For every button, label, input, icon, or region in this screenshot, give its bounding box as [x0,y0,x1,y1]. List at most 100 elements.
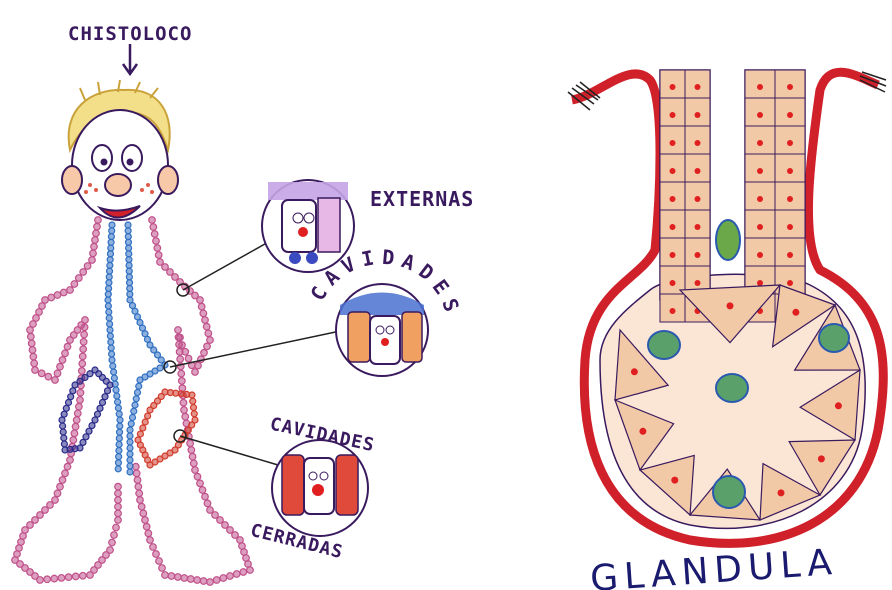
chain-bead [108,245,114,251]
chain-bead [240,569,247,576]
chain-bead [111,369,117,375]
chain-bead [65,574,72,581]
chain-bead [150,544,157,551]
cell-nose [695,224,701,230]
chain-bead [151,231,158,238]
chain-bead [126,268,132,274]
chain-bead [63,405,69,411]
chain-bead [109,539,116,546]
chain-bead [180,399,187,406]
chain-bead [153,551,160,558]
chain-bead [106,280,112,286]
cell-nose [671,477,678,484]
chain-bead [54,370,61,377]
chain-bead [136,383,142,389]
chain-bead [108,345,114,351]
chain-bead [68,394,74,400]
externas-label: EXTERNAS [370,187,474,211]
cell-nose [670,252,676,258]
chain-bead [131,408,137,414]
nose [105,174,131,196]
gland-drawing [568,70,886,543]
chain-bead [97,405,103,411]
chain-bead [70,437,77,444]
chain-bead [106,274,112,280]
chain-bead [28,333,35,340]
chain-bead [190,398,196,404]
chain-bead [37,577,44,584]
cell-nose [727,302,734,309]
chain-bead [95,411,101,417]
chain-bead [117,417,123,423]
chain-bead [192,467,199,474]
chain-bead [58,575,65,582]
chain-bead [200,578,207,585]
chain-bead [142,419,148,425]
chain-bead [100,400,106,406]
cell-nose [670,168,676,174]
chain-bead [204,500,211,507]
chain-bead [109,228,115,234]
chain-bead [147,407,153,413]
chain-bead [107,333,113,339]
chain-bead [233,571,240,578]
chain-bead [106,315,112,321]
chain-bead [115,483,122,490]
chain-bead [74,410,81,417]
chain-bead [115,466,121,472]
chain-bead [116,441,122,447]
chain-bead [32,367,39,374]
chain-bead [116,454,122,460]
chain-bead [181,575,188,582]
chain-bead [194,473,201,480]
cell-nose [787,168,793,174]
chain-bead [90,250,97,257]
cell-nose [818,455,825,462]
chain-bead [187,440,194,447]
chain-bead [81,331,88,338]
chain-bead [140,425,146,431]
chain-bead [51,575,58,582]
chain-bead [107,262,113,268]
chain-bead [80,346,87,353]
cavidades-letter: A [319,264,344,290]
chain-bead [92,237,99,244]
chain-bead [145,530,152,537]
cavidades-letter: S [437,295,464,315]
chain-bead [28,340,35,347]
head [72,110,168,220]
chain-bead [81,324,88,331]
cell-nose [757,168,763,174]
chain-bead [190,460,197,467]
chain-bead [30,353,37,360]
cell-nose [757,84,763,90]
cavidades-letter: C [305,282,332,304]
chain-bead [107,327,113,333]
chain-bead [72,423,79,430]
chain-bead [117,429,123,435]
chain-bead [176,341,183,348]
chain-bead [137,497,144,504]
chain-bead [155,252,162,259]
chain-bead [89,257,96,264]
chain-bead [107,257,113,263]
chain-bead [137,431,143,437]
chain-bead [127,469,133,475]
chain-bead [182,413,189,420]
chain-bead [247,567,254,574]
cell-nose [695,196,701,202]
chain-bead [79,360,86,367]
chain-bead [80,572,87,579]
chain-bead [154,245,161,252]
chain-bead [147,537,154,544]
chain-bead [27,327,34,334]
chain-bead [162,572,169,579]
chain-bead [83,434,89,440]
chain-bead [76,275,83,282]
cell-nose [787,84,793,90]
chain-bead [115,490,122,497]
chain-bead [175,327,182,334]
chain-bead [61,435,67,441]
chain-bead [61,441,67,447]
chain-bead [60,289,67,296]
